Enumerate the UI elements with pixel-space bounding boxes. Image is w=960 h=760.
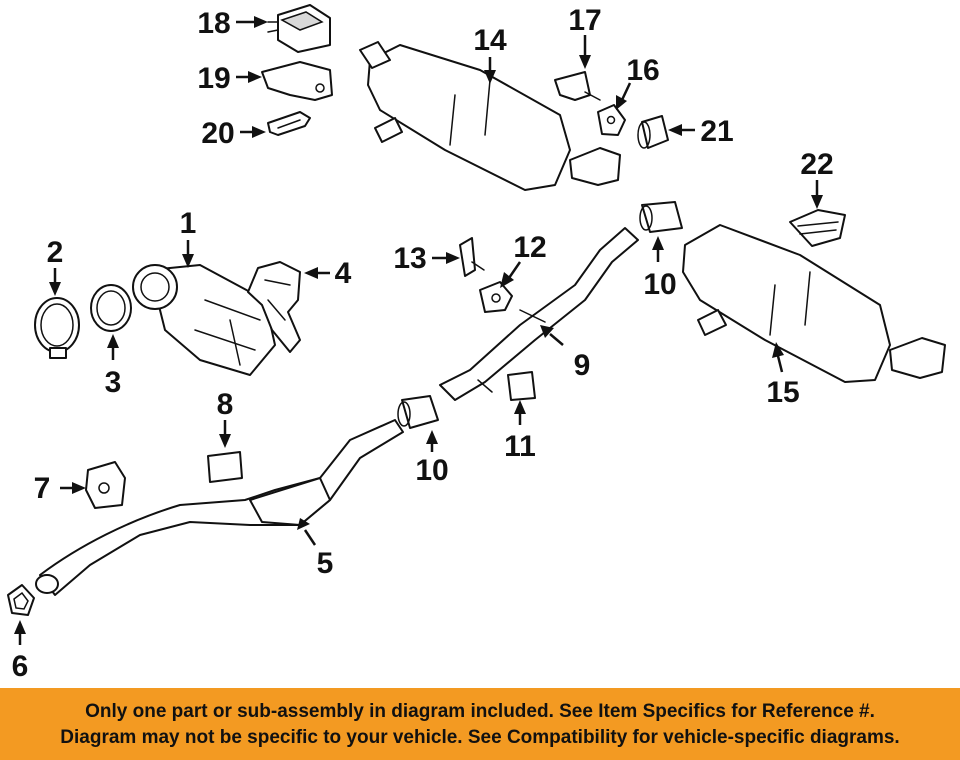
notice-line-1: Only one part or sub-assembly in diagram…	[85, 701, 875, 722]
part-6-gasket	[7, 584, 35, 616]
callout-21: 21	[700, 115, 733, 148]
part-17-bracket	[554, 71, 601, 101]
part-5-intermediate-pipe	[35, 419, 404, 596]
callout-3: 3	[105, 366, 122, 399]
part-21-exhaust-tip	[637, 115, 669, 149]
part-9-rear-pipe	[439, 227, 639, 401]
callout-8: 8	[217, 388, 234, 421]
part-12-hanger	[479, 281, 513, 313]
part-1-catalytic-converter	[132, 264, 276, 376]
part-4-heat-shield	[247, 261, 301, 353]
part-16-hanger	[597, 104, 626, 136]
callout-7: 7	[34, 472, 51, 505]
callout-14: 14	[473, 24, 507, 57]
part-22-exhaust-tip-trim	[789, 209, 846, 247]
callout-10-upper: 10	[643, 268, 676, 301]
callout-2: 2	[47, 236, 64, 269]
notice-line-2: Diagram may not be specific to your vehi…	[60, 727, 900, 748]
callout-15: 15	[766, 376, 799, 409]
callout-5: 5	[317, 547, 334, 580]
part-10-clamp-lower	[397, 395, 439, 429]
callout-11: 11	[504, 430, 536, 463]
part-14-rear-muffler-left	[359, 41, 621, 191]
leader-lines	[14, 16, 823, 645]
part-11-insulator	[507, 371, 536, 401]
part-18-exhaust-valve-actuator	[267, 4, 331, 53]
callout-1: 1	[180, 207, 197, 240]
part-20-hose-clip	[267, 111, 311, 136]
callout-16: 16	[626, 54, 659, 87]
callout-6: 6	[12, 650, 29, 683]
callout-22: 22	[800, 148, 833, 181]
callout-18: 18	[197, 7, 230, 40]
callout-4: 4	[335, 257, 352, 290]
part-13-bracket	[459, 237, 485, 277]
callout-12: 12	[513, 231, 546, 264]
part-7-hanger	[85, 461, 126, 509]
part-19-bracket	[261, 61, 333, 101]
callout-9: 9	[574, 349, 591, 382]
part-2-clamp	[34, 297, 80, 359]
callout-20: 20	[201, 117, 234, 150]
notice-banner: Only one part or sub-assembly in diagram…	[0, 688, 960, 760]
callout-13: 13	[393, 242, 426, 275]
part-3-gasket	[90, 284, 132, 332]
part-8-insulator	[207, 451, 243, 483]
exhaust-system-diagram: 1 2 3 4 5 6 7 8 9 10 10 11 12 13 14 15 1…	[7, 4, 946, 683]
callout-10-lower: 10	[415, 454, 448, 487]
callout-17: 17	[568, 4, 601, 37]
callout-numbers: 1 2 3 4 5 6 7 8 9 10 10 11 12 13 14 15 1…	[12, 4, 834, 683]
part-15-rear-muffler-right	[682, 224, 946, 383]
callout-19: 19	[197, 62, 230, 95]
part-10-clamp-upper	[639, 201, 683, 233]
